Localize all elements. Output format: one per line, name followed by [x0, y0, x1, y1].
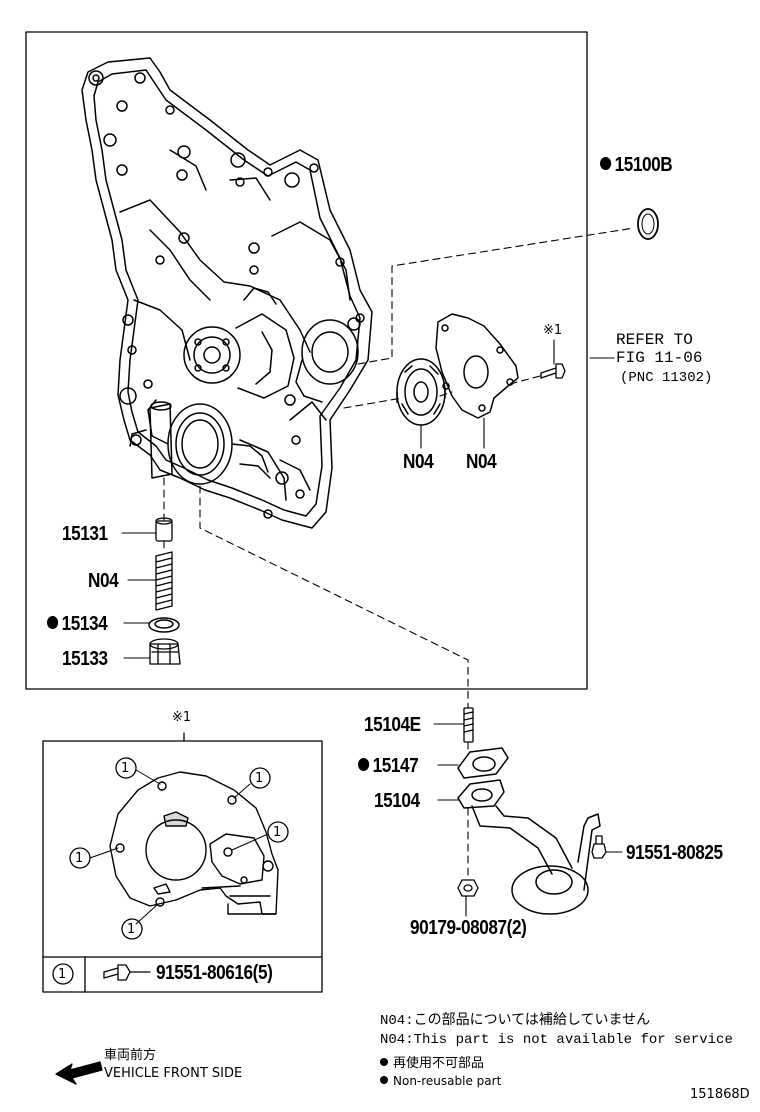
assembly-lines — [163, 227, 635, 879]
strainer-nut — [457, 879, 479, 897]
non-reusable-dot-icon — [380, 1058, 388, 1066]
label-n04-spring: N04 — [88, 570, 119, 592]
detail-circle-label: 1 — [273, 825, 282, 840]
detail-mark: ※1 — [172, 710, 192, 725]
note-en: N04:This part is not available for servi… — [380, 1032, 733, 1048]
front-arrow-icon — [55, 1061, 103, 1085]
oil-pump-cover — [435, 313, 519, 419]
label-15100B: 15100B — [600, 155, 673, 175]
detail-cover-plate — [109, 771, 279, 915]
relief-valve-gasket — [148, 617, 180, 633]
stud-bolt — [463, 707, 474, 743]
strainer-bolt — [591, 835, 607, 859]
detail-box — [42, 740, 323, 993]
label-15104: 15104 — [374, 790, 420, 812]
non-reusable-dot-icon — [47, 616, 59, 629]
label-15104E: 15104E — [364, 714, 421, 736]
relief-valve-plunger — [155, 517, 173, 542]
oil-strainer — [457, 779, 601, 915]
label-n04-cover: N04 — [466, 451, 497, 473]
note-jp: N04:この部品については補給していません — [380, 1013, 651, 1029]
detail-circle-label: 1 — [255, 771, 264, 786]
note-mark-1: ※1 — [543, 323, 563, 338]
non-reusable-dot-icon — [380, 1076, 388, 1084]
cover-screw — [540, 363, 566, 379]
label-91551-80825: 91551-80825 — [626, 842, 723, 864]
main-frame — [25, 31, 588, 690]
relief-valve-plug — [149, 638, 181, 665]
detail-circles — [52, 757, 289, 985]
detail-leaders — [89, 769, 269, 925]
o-ring — [637, 208, 659, 240]
non-reusable-dot-icon — [358, 758, 370, 771]
label-n04-rotor: N04 — [403, 451, 434, 473]
detail-circle-label: 1 — [75, 851, 84, 866]
relief-valve-spring — [155, 551, 173, 611]
label-15147: 15147 — [358, 756, 419, 776]
non-reusable-dot-icon — [600, 157, 612, 170]
oil-pump-rotor — [396, 358, 446, 426]
direction-en: VEHICLE FRONT SIDE — [104, 1066, 243, 1081]
detail-circle-label: 1 — [121, 761, 130, 776]
detail-table-bolt — [103, 964, 151, 981]
detail-table-index: 1 — [58, 967, 67, 982]
label-90179-08087: 90179-08087(2) — [410, 917, 527, 939]
detail-table-part: 91551-80616(5) — [156, 962, 273, 984]
timing-cover — [81, 57, 373, 529]
direction-jp: 車両前方 — [104, 1048, 157, 1063]
refer-line1: REFER TO — [616, 331, 693, 349]
legend-jp: 再使用不可部品 — [380, 1056, 484, 1071]
figure-code: 151868D — [690, 1087, 750, 1102]
refer-line2: FIG 11-06 — [616, 349, 703, 367]
strainer-gasket — [457, 747, 509, 779]
label-15133: 15133 — [62, 648, 108, 670]
detail-circle-label: 1 — [127, 922, 136, 937]
refer-line3: (PNC 11302) — [620, 370, 713, 386]
label-15131: 15131 — [62, 523, 108, 545]
leader-lines — [121, 339, 623, 917]
legend-en: Non-reusable part — [380, 1074, 501, 1089]
label-15134: 15134 — [47, 614, 108, 634]
o-ring-inner — [641, 213, 655, 235]
